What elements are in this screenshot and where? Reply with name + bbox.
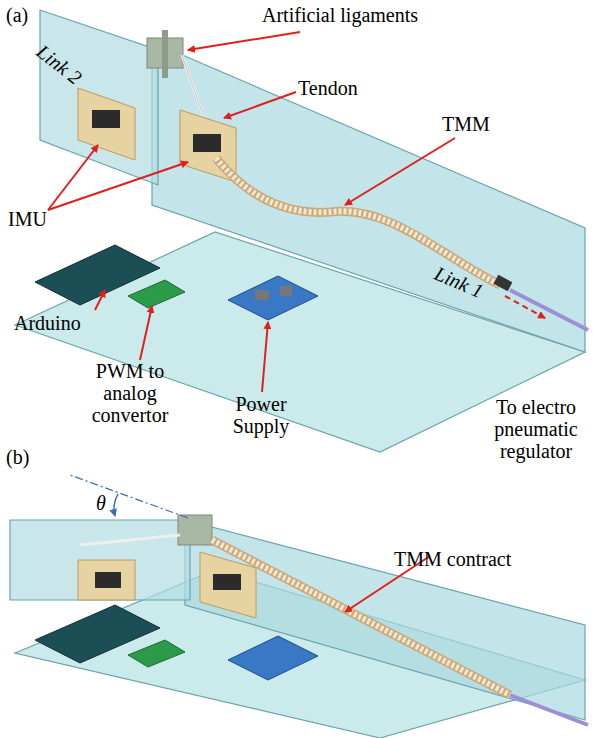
part-label: θ xyxy=(96,492,106,514)
part-label: (a) xyxy=(6,4,28,26)
part-label: Arduino xyxy=(14,312,81,334)
part-label: IMU xyxy=(8,208,47,230)
setup-b xyxy=(10,475,588,738)
setup-a xyxy=(15,10,588,452)
part-label: (b) xyxy=(6,446,29,468)
part-label: Tendon xyxy=(298,77,358,99)
leader-arrows xyxy=(48,32,455,612)
part-label: TMM contract xyxy=(394,548,511,570)
part-label: TMM xyxy=(442,113,490,135)
part-label: Power Supply xyxy=(222,393,300,437)
part-label: Artificial ligaments xyxy=(262,4,418,26)
part-label: PWM to analog convertor xyxy=(70,360,190,426)
part-label: To electro pneumatic regulator xyxy=(484,396,588,462)
